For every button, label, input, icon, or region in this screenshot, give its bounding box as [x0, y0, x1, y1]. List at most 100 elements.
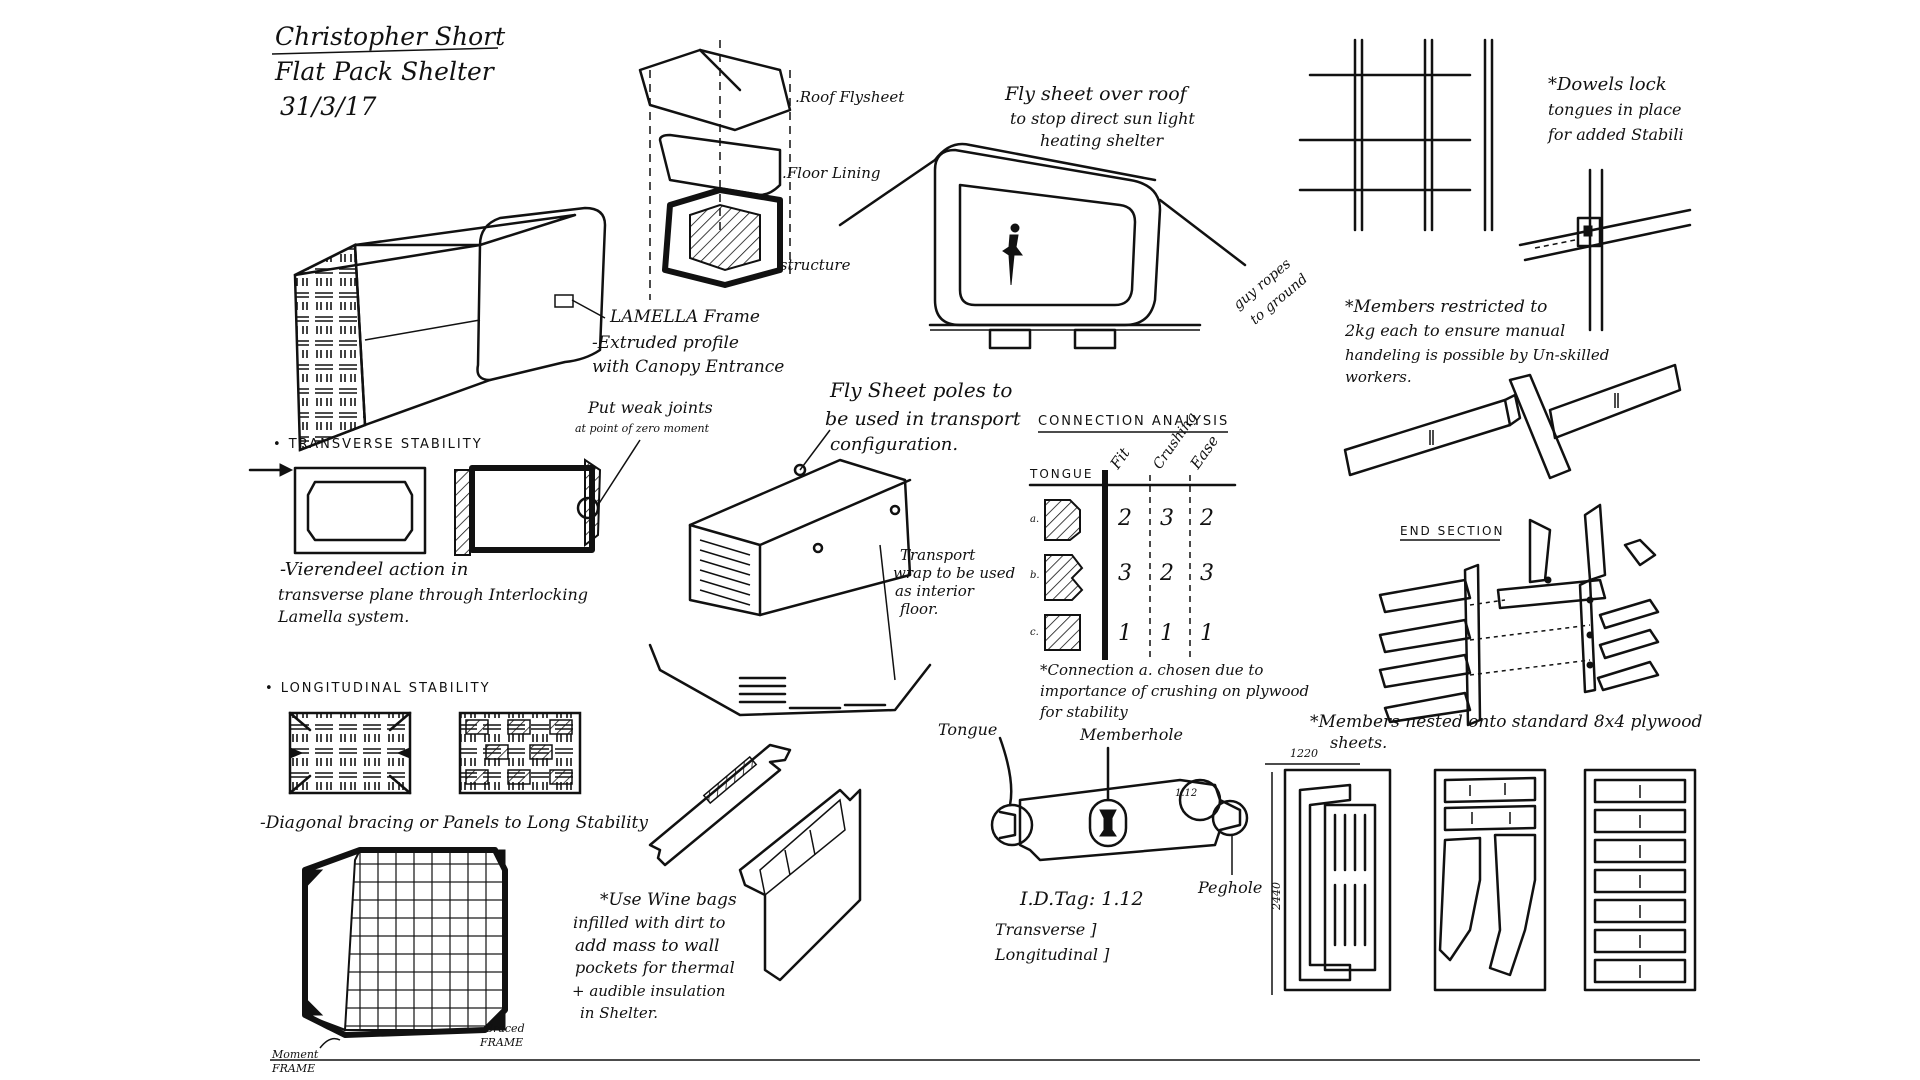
member-tag-text: 1.12	[1175, 788, 1197, 799]
vierendeel-line-2: transverse plane through Interlocking	[278, 585, 588, 604]
wrap-note-line-4: floor.	[899, 600, 938, 618]
wrap-note-line-3: as interior	[895, 582, 975, 600]
flysheet-note: Fly sheet over roof to stop direct sun l…	[1004, 83, 1311, 328]
braced-label-line-1: Braced	[484, 1022, 525, 1035]
plywood-sheet-1	[1283, 768, 1392, 992]
end-section-title: END SECTION	[1400, 524, 1504, 538]
flysheet-note-line-3: heating shelter	[1040, 131, 1164, 150]
connection-analysis: CONNECTION ANALYSIS TONGUE Fit Crushing …	[1028, 410, 1309, 721]
row-b-ease: 3	[1200, 561, 1214, 586]
members-note-line-3: handeling is possible by Un-skilled	[1345, 346, 1609, 364]
sheet-width-dim: 1220	[1290, 747, 1318, 760]
members-note-line-4: workers.	[1345, 368, 1412, 386]
poles-note: Fly Sheet poles to be used in transport …	[825, 378, 1021, 455]
project-title: Flat Pack Shelter	[274, 57, 496, 86]
exploded-shelter-sketch	[638, 40, 792, 300]
load-arrowhead-icon	[279, 463, 294, 477]
longitudinal-heading: • LONGITUDINAL STABILITY	[265, 681, 491, 696]
wall-pocket-sketch	[648, 743, 862, 982]
row-c-crushing: 1	[1160, 621, 1174, 646]
id-tag-line-2: Transverse ]	[995, 920, 1097, 939]
wrap-note-line-2: wrap to be used	[893, 564, 1015, 582]
longitudinal-desc: -Diagonal bracing or Panels to Long Stab…	[260, 813, 648, 833]
col-ease: Ease	[1186, 432, 1222, 473]
connection-note-line-2: importance of crushing on plywood	[1040, 682, 1309, 700]
connection-note-line-3: for stability	[1039, 703, 1128, 721]
author-name: Christopher Short	[275, 22, 506, 51]
dowel-note-line-3: for added Stabili	[1547, 125, 1684, 144]
vierendeel-line-3: Lamella system.	[277, 607, 409, 626]
floor-lining-label: .Floor Lining	[782, 164, 880, 182]
sketch-date: 31/3/17	[280, 92, 376, 121]
member-detail-sketch: Tongue Memberhole 1.12 Peghole I.D.Tag: …	[938, 720, 1262, 964]
members-note: *Members restricted to 2kg each to ensur…	[1344, 297, 1609, 386]
nesting-note-line-2: sheets.	[1330, 733, 1387, 752]
transport-wrap-note: Transport wrap to be used as interior fl…	[893, 546, 1015, 618]
weak-joints-line-1: Put weak joints	[587, 398, 713, 417]
flysheet-note-line-2: to stop direct sun light	[1010, 109, 1195, 128]
vierendeel-line-1: -Vierendeel action in	[280, 559, 468, 580]
row-a-crushing: 3	[1160, 506, 1174, 531]
row-c-fit: 1	[1118, 621, 1132, 646]
connection-row-b: b. 3 2 3	[1030, 554, 1214, 601]
lamella-frame-sketch	[293, 206, 607, 452]
row-a-ease: 2	[1199, 506, 1214, 531]
lamella-frame-note: LAMELLA Frame -Extruded profile with Can…	[592, 307, 784, 377]
shelter-section-sketch	[838, 142, 1247, 350]
plywood-sheet-3	[1583, 768, 1697, 992]
connection-row-c: c. 1 1 1	[1030, 614, 1214, 651]
row-b-label: b.	[1030, 570, 1040, 581]
weak-joints-line-2: at point of zero moment	[575, 422, 710, 435]
id-tag-line-1: I.D.Tag: 1.12	[1019, 888, 1144, 910]
members-note-line-1: *Members restricted to	[1345, 297, 1547, 317]
dowel-note-line-2: tongues in place	[1548, 100, 1682, 119]
dowel-note: *Dowels lock tongues in place for added …	[1547, 74, 1684, 144]
poles-note-line-1: Fly Sheet poles to	[829, 378, 1012, 402]
nesting-note: *Members nested onto standard 8x4 plywoo…	[1265, 712, 1702, 995]
connection-note-line-1: *Connection a. chosen due to	[1040, 661, 1263, 679]
connection-title: CONNECTION ANALYSIS	[1038, 414, 1229, 429]
transverse-stability-section: • TRANSVERSE STABILITY Put weak joints a…	[248, 398, 713, 626]
lamella-note-line-1: LAMELLA Frame	[609, 307, 760, 327]
row-c-label: c.	[1030, 627, 1039, 638]
braced-frame-sketch: Braced FRAME Moment FRAME	[271, 847, 525, 1075]
flysheet-note-line-1: Fly sheet over roof	[1004, 83, 1190, 105]
roof-flysheet-label: .Roof Flysheet	[795, 88, 905, 106]
dowel-grid-sketch	[1298, 38, 1494, 232]
wrap-note-line-1: Transport	[900, 546, 976, 564]
row-c-ease: 1	[1200, 621, 1214, 646]
col-fit: Fit	[1106, 444, 1134, 473]
sheet-height-dim: 2440	[1270, 882, 1283, 911]
poles-note-line-3: configuration.	[830, 434, 958, 455]
structure-label: .structure	[775, 256, 851, 274]
row-b-fit: 3	[1118, 561, 1132, 586]
exploded-labels: .Roof Flysheet .Floor Lining .structure	[775, 88, 905, 274]
title-block: Christopher Short Flat Pack Shelter 31/3…	[271, 22, 506, 121]
dowel-note-line-1: *Dowels lock	[1548, 74, 1667, 95]
peghole-label: Peghole	[1197, 878, 1262, 897]
moment-label-line-1: Moment	[271, 1048, 319, 1061]
lamella-note-line-2: -Extruded profile	[592, 333, 739, 353]
plywood-sheet-2	[1433, 768, 1547, 992]
wine-note-line-2: infilled with dirt to	[573, 913, 725, 932]
wine-note-line-5: + audible insulation	[572, 982, 725, 1000]
nesting-note-line-1: *Members nested onto standard 8x4 plywoo…	[1310, 712, 1702, 732]
row-b-crushing: 2	[1159, 561, 1174, 586]
poles-note-line-2: be used in transport	[825, 408, 1021, 430]
row-a-label: a.	[1030, 514, 1039, 525]
transverse-heading: • TRANSVERSE STABILITY	[273, 437, 483, 452]
members-note-line-2: 2kg each to ensure manual	[1344, 321, 1565, 340]
id-tag-line-3: Longitudinal ]	[994, 945, 1110, 964]
dowel-joint-sketch	[1518, 168, 1692, 332]
lamella-note-line-3: with Canopy Entrance	[592, 357, 784, 377]
end-section-sketch: END SECTION	[1378, 503, 1660, 727]
wine-note-line-3: add mass to wall	[575, 936, 719, 956]
wine-note-line-1: *Use Wine bags	[600, 890, 737, 910]
col-tongue: TONGUE	[1029, 467, 1093, 481]
connection-row-a: a. 2 3 2	[1030, 499, 1214, 541]
crossed-members-sketch	[1343, 363, 1682, 480]
tongue-label: Tongue	[938, 720, 997, 739]
braced-label-line-2: FRAME	[479, 1036, 523, 1049]
wine-bags-note: *Use Wine bags infilled with dirt to add…	[572, 890, 737, 1022]
